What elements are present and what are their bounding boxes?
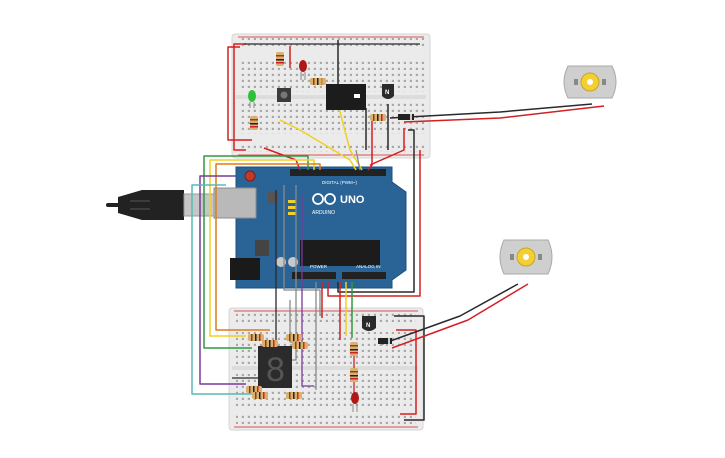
resistor-11	[286, 392, 302, 399]
resistor-13	[350, 368, 358, 382]
resistor-6	[262, 340, 278, 347]
relay-module[interactable]	[326, 84, 366, 110]
bottom-components: 8	[246, 316, 392, 412]
transistor-top[interactable]: N	[382, 84, 394, 99]
transistor-bottom-label: N	[366, 323, 370, 329]
resistor-7	[286, 334, 302, 341]
usb-port	[213, 187, 257, 219]
arduino-logo	[312, 193, 336, 205]
dc-motor-bottom[interactable]	[499, 239, 553, 275]
dc-power-jack	[230, 258, 260, 280]
red-led-top[interactable]	[299, 60, 307, 80]
atmega-chip	[300, 240, 380, 266]
dc-motor-top[interactable]	[563, 65, 617, 99]
power-header	[292, 272, 336, 279]
top-components: N	[248, 52, 414, 130]
digital-label: DIGITAL (PWM~)	[322, 180, 357, 185]
resistor-3	[250, 116, 258, 130]
board-brand-label: ARDUINO	[312, 210, 335, 216]
reset-button[interactable]	[244, 170, 256, 182]
resistor-8	[292, 342, 308, 349]
usb-cable[interactable]	[106, 190, 215, 220]
resistor-10	[252, 392, 268, 399]
bottom-breadboard	[228, 307, 424, 431]
analog-label: ANALOG IN	[356, 264, 381, 269]
pushbutton[interactable]	[277, 88, 291, 102]
transistor-top-label: N	[385, 90, 389, 96]
red-led-bottom[interactable]	[351, 392, 359, 412]
board-model-label: UNO	[340, 194, 365, 206]
resistor-2	[310, 78, 326, 85]
resistor-1	[276, 52, 284, 66]
seven-segment-display[interactable]: 8	[258, 346, 292, 389]
resistor-9	[246, 386, 262, 393]
resistor-5	[248, 334, 264, 341]
power-label: POWER	[310, 264, 328, 269]
diode-top	[398, 114, 414, 120]
resistor-4	[370, 114, 386, 121]
diode-bottom	[378, 338, 392, 344]
regulator-chip	[255, 240, 269, 256]
resistor-12	[350, 342, 358, 356]
wires	[191, 40, 605, 421]
green-led[interactable]	[248, 90, 256, 108]
digital-header	[290, 169, 386, 176]
analog-header	[342, 272, 386, 279]
arduino-uno-board[interactable]: UNO ARDUINO DIGITAL (PWM~) ANALOG IN POW…	[213, 166, 407, 289]
transistor-bottom[interactable]: N	[362, 316, 376, 331]
seven-segment-digit: 8	[266, 351, 285, 389]
usb-chip	[268, 192, 278, 204]
